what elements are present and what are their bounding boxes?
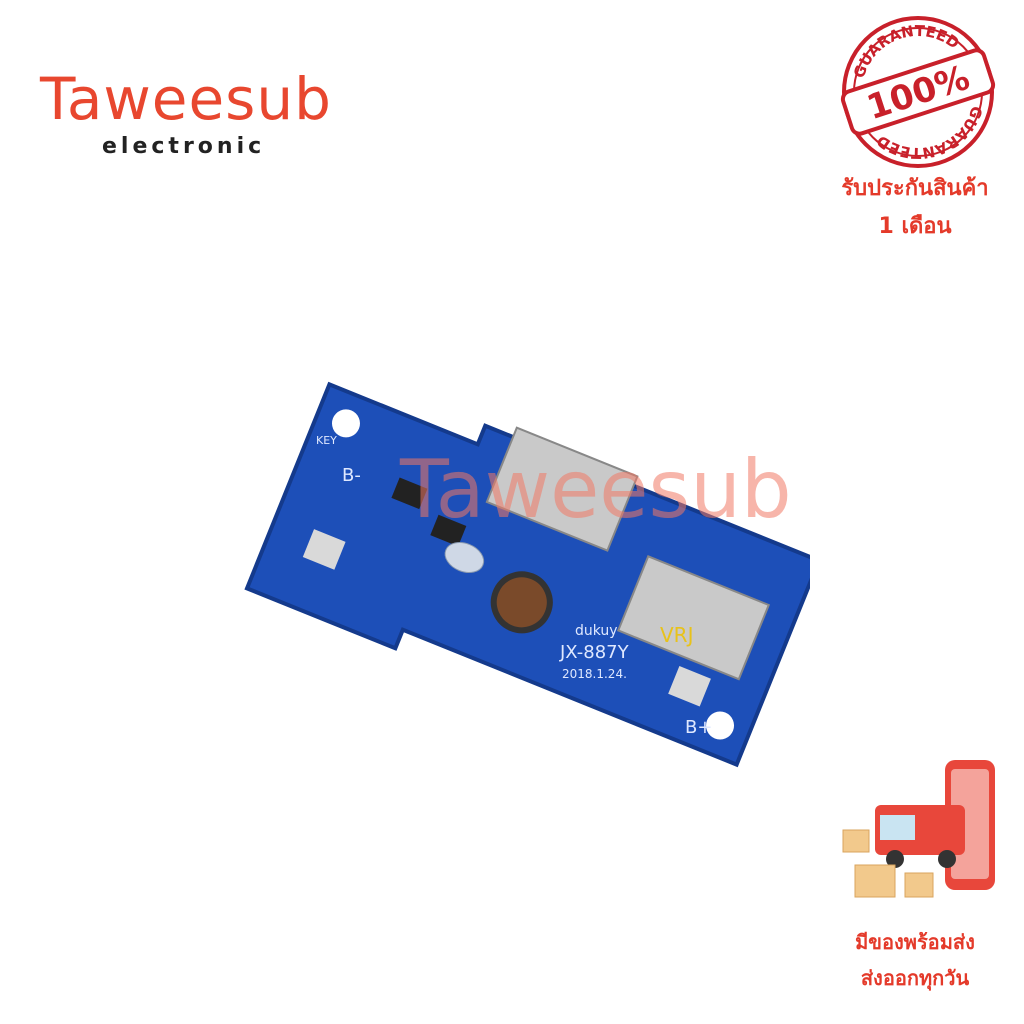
brand-subtitle: electronic bbox=[102, 134, 266, 159]
warranty-line-1: รับประกันสินค้า bbox=[841, 176, 989, 201]
warranty-line-2: 1 เดือน bbox=[878, 214, 952, 239]
label-b-minus: B- bbox=[342, 465, 361, 486]
product-pcb-image: KEY B- dukuy JX-887Y 2018.1.24. B+ VRJ bbox=[244, 381, 810, 768]
label-date: 2018.1.24. bbox=[562, 667, 627, 681]
shipping-line-2: ส่งออกทุกวัน bbox=[860, 966, 970, 990]
brand-logo: Taweesub electronic bbox=[40, 70, 332, 159]
brand-name: Taweesub bbox=[40, 65, 332, 133]
watermark: Taweesub bbox=[400, 443, 792, 536]
shipping-text: มีของพร้อมส่ง ส่งออกทุกวัน bbox=[810, 924, 1020, 996]
label-b-plus: B+ bbox=[685, 717, 712, 738]
label-key: KEY bbox=[316, 434, 337, 447]
warranty-text: รับประกันสินค้า 1 เดือน bbox=[810, 170, 1020, 246]
shipping-line-1: มีของพร้อมส่ง bbox=[855, 930, 975, 954]
vrj-logo: VRJ bbox=[660, 623, 693, 647]
label-maker: dukuy bbox=[575, 623, 618, 639]
label-model: JX-887Y bbox=[559, 642, 630, 663]
guarantee-stamp-icon: GUARANTEED GUARANTEED 100% bbox=[840, 14, 996, 170]
delivery-truck-icon bbox=[842, 760, 995, 898]
